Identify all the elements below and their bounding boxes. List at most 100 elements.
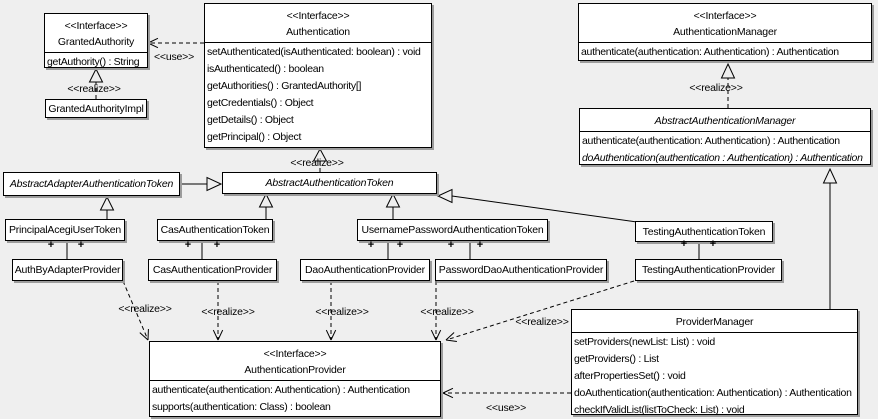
methods-compartment: authenticate(authentication: Authenticat… <box>150 380 440 416</box>
class-abstract-authentication-manager[interactable]: AbstractAuthenticationManager authenticat… <box>579 108 871 165</box>
realize-abstractauthenticationmanager-triangle-arrowhead <box>720 62 736 79</box>
class-title: AuthByAdapterProvider <box>15 264 121 276</box>
method-signature: setProviders(newList: List) : void <box>574 336 715 348</box>
methods-compartment: getAuthority() : String <box>45 52 147 71</box>
realize-casauthenticationprovider-label: <<realize>> <box>201 306 255 318</box>
class-abstract-adapter-authentication-token[interactable]: AbstractAdapterAuthenticationToken <box>3 172 180 196</box>
use-authentication-grantedauthority-open-arrowhead <box>147 42 159 49</box>
class-cas-authentication-token[interactable]: CasAuthenticationToken <box>157 219 273 241</box>
method-signature: getAuthority() : String <box>47 56 140 68</box>
realize-authbyadapterprovider-open-arrowhead <box>139 332 149 341</box>
stereotype-label: <<Interface>> <box>286 10 350 22</box>
extends-abstractadapterauthenticationtoken-triangle-arrowhead <box>206 176 223 192</box>
method-signature: authenticate(authentication: Authenticat… <box>582 135 840 147</box>
methods-compartment: authenticate(authentication: Authenticat… <box>580 131 870 167</box>
method-signature: authenticate(authentication: Authenticat… <box>581 46 839 58</box>
class-name: AbstractAuthenticationManager <box>654 115 796 127</box>
method-signature: getProviders() : List <box>574 353 659 365</box>
class-dao-authentication-provider[interactable]: DaoAuthenticationProvider <box>300 259 430 281</box>
realize-abstractauthenticationtoken-label: <<realize>> <box>290 157 344 169</box>
class-name: GrantedAuthority <box>57 36 135 48</box>
method-signature: authenticate(authentication: Authenticat… <box>152 384 410 396</box>
method-signature: checkIfValidList(listToCheck: List) : vo… <box>574 404 745 416</box>
method-signature: doAuthentication(authentication : Authen… <box>582 152 863 164</box>
class-name: CasAuthenticationToken <box>160 224 270 236</box>
class-auth-by-adapter-provider[interactable]: AuthByAdapterProvider <box>12 259 123 281</box>
extends-usernamepasswordauthenticationtoken-triangle-arrowhead <box>385 192 401 208</box>
multiplicity-plus: + <box>680 238 688 250</box>
class-name: DaoAuthenticationProvider <box>305 264 425 276</box>
realize-passworddaoauthenticationprovider-open-arrowhead <box>430 329 437 341</box>
class-name: TestingAuthenticationProvider <box>641 264 776 276</box>
class-testing-authentication-provider[interactable]: TestingAuthenticationProvider <box>635 259 782 281</box>
realize-grantedauthorityimpl-label: <<realize>> <box>67 83 121 95</box>
class-name: AbstractAuthenticationToken <box>265 177 394 189</box>
multiplicity-plus: + <box>709 238 717 250</box>
class-authentication[interactable]: <<Interface>>Authentication setAuthentica… <box>204 3 432 148</box>
realize-daoauthenticationprovider-open-arrowhead <box>325 329 332 341</box>
class-username-password-authentication-token[interactable]: UsernamePasswordAuthenticationToken <box>357 219 548 241</box>
use-providermanager-authenticationprovider-open-arrowhead <box>442 387 454 394</box>
class-name: GrantedAuthorityImpl <box>48 102 144 115</box>
class-testing-authentication-token[interactable]: TestingAuthenticationToken <box>635 221 773 242</box>
method-signature: getPrincipal() : Object <box>207 131 302 143</box>
multiplicity-plus: + <box>77 239 85 251</box>
class-title: PrincipalAcegiUserToken <box>9 224 121 236</box>
multiplicity-plus: + <box>184 239 192 251</box>
class-name: PrincipalAcegiUserToken <box>8 224 122 236</box>
realize-authbyadapterprovider-line <box>122 280 149 341</box>
stereotype-label: <<Interface>> <box>693 10 757 22</box>
class-title: TestingAuthenticationProvider <box>642 264 775 276</box>
realize-authbyadapterprovider-label: <<realize>> <box>118 303 172 315</box>
realize-testingauthenticationprovider-open-arrowhead <box>445 339 457 342</box>
multiplicity-plus: + <box>47 239 55 251</box>
use-providermanager-authenticationprovider-label: <<use>> <box>485 402 527 414</box>
extends-testingauthenticationtoken-line <box>451 195 638 223</box>
realize-casauthenticationprovider-open-arrowhead <box>212 329 219 341</box>
extends-principalacegiusertoken-triangle-arrowhead <box>99 195 115 211</box>
method-signature: getDetails() : Object <box>207 114 294 126</box>
class-title: UsernamePasswordAuthenticationToken <box>361 224 543 236</box>
class-provider-manager[interactable]: ProviderManager setProviders(newList: Lis… <box>571 309 858 416</box>
multiplicity-plus: + <box>476 239 484 251</box>
class-title: DaoAuthenticationProvider <box>305 264 425 276</box>
realize-testingauthenticationprovider-line <box>445 280 635 341</box>
realize-daoauthenticationprovider-open-arrowhead <box>330 329 337 341</box>
class-name: UsernamePasswordAuthenticationToken <box>361 224 544 236</box>
class-title: CasAuthenticationProvider <box>152 264 273 276</box>
class-abstract-authentication-token[interactable]: AbstractAuthenticationToken <box>222 172 437 194</box>
class-title: AbstractAuthenticationToken <box>266 177 394 189</box>
class-authentication-provider[interactable]: <<Interface>>AuthenticationProvider authe… <box>149 341 441 417</box>
class-name: ProviderManager <box>675 316 754 328</box>
class-granted-authority-impl[interactable]: GrantedAuthorityImpl <box>45 99 147 118</box>
class-principal-acegi-user-token[interactable]: PrincipalAcegiUserToken <box>5 219 125 241</box>
class-name: AuthenticationProvider <box>244 364 346 376</box>
realize-testingauthenticationprovider-open-arrowhead <box>445 332 455 341</box>
class-title: PasswordDaoAuthenticationProvider <box>439 264 604 276</box>
extends-providermanager-triangle-arrowhead <box>822 167 838 184</box>
method-signature: setAuthenticated(isAuthenticated: boolea… <box>207 46 421 58</box>
class-name: CasAuthenticationProvider <box>152 264 273 276</box>
class-title: <<Interface>>Authentication <box>205 4 431 42</box>
method-signature: supports(authentication: Class) : boolea… <box>152 401 331 413</box>
method-signature: getCredentials() : Object <box>207 97 314 109</box>
class-password-dao-authentication-provider[interactable]: PasswordDaoAuthenticationProvider <box>435 259 607 281</box>
multiplicity-plus: + <box>447 239 455 251</box>
class-title: <<Interface>>AuthenticationProvider <box>150 342 440 380</box>
multiplicity-plus: + <box>367 239 375 251</box>
extends-casauthenticationtoken-triangle-arrowhead <box>258 192 274 208</box>
methods-compartment: setAuthenticated(isAuthenticated: boolea… <box>205 42 431 146</box>
class-title: TestingAuthenticationToken <box>643 226 766 238</box>
use-providermanager-authenticationprovider-open-arrowhead <box>442 392 454 399</box>
class-name: AuthByAdapterProvider <box>14 264 121 276</box>
class-cas-authentication-provider[interactable]: CasAuthenticationProvider <box>148 259 277 281</box>
realize-testingauthenticationprovider-label: <<realize>> <box>515 316 569 328</box>
class-name: AbstractAdapterAuthenticationToken <box>9 178 174 190</box>
method-signature: getAuthorities() : GrantedAuthority[] <box>207 80 362 92</box>
multiplicity-plus: + <box>396 239 404 251</box>
class-name: TestingAuthenticationToken <box>642 225 766 238</box>
